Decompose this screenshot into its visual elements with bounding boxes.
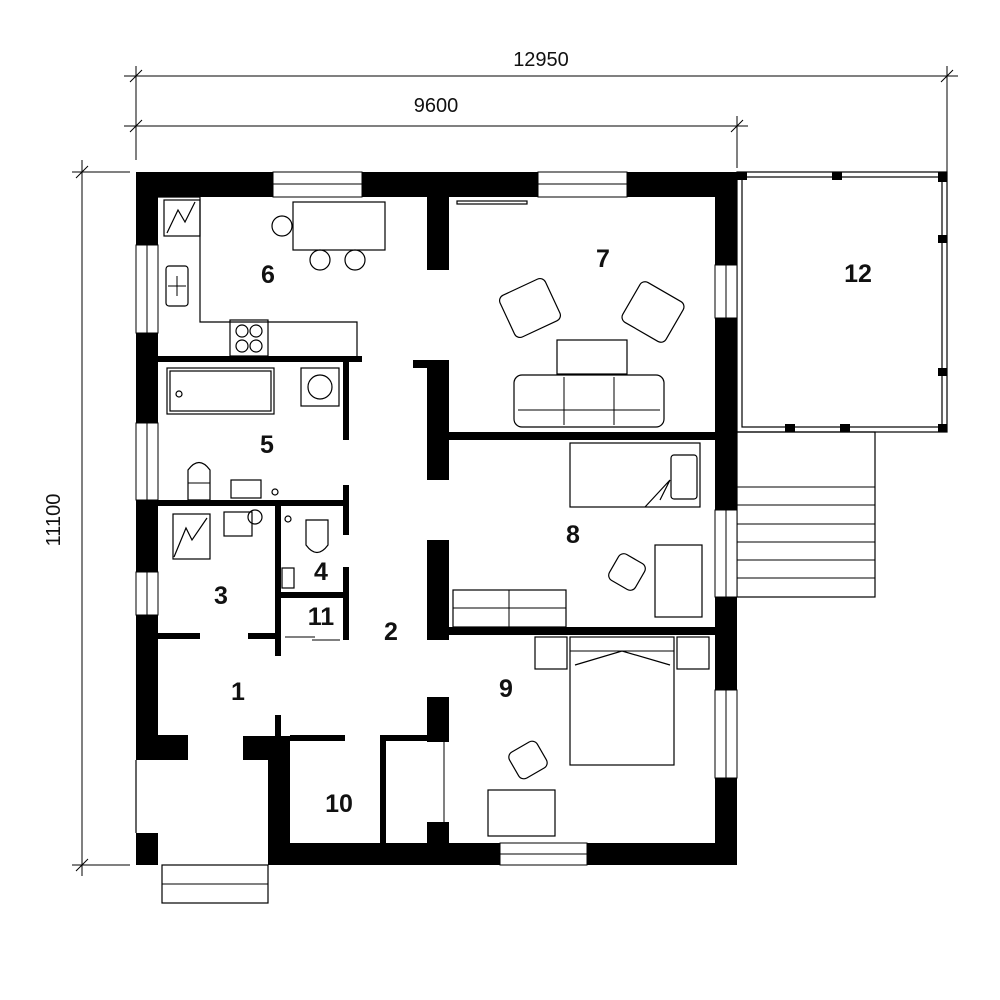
room-labels: 1 2 3 4 5 6 7 8 9 10 11 12 — [214, 245, 872, 818]
bedroom-8-furniture — [452, 442, 703, 628]
bedroom-9-furniture — [487, 636, 710, 837]
room-label-7: 7 — [596, 245, 610, 273]
terrace — [736, 171, 948, 433]
exterior-walls — [136, 172, 737, 865]
room-label-4: 4 — [314, 558, 328, 586]
room-label-8: 8 — [566, 521, 580, 549]
kitchen-furniture — [158, 196, 386, 357]
windows — [135, 171, 738, 866]
dimension-overall-depth: 11100 — [43, 160, 130, 876]
terrace-stairs — [736, 431, 876, 598]
room-label-5: 5 — [260, 431, 274, 459]
room-label-9: 9 — [499, 675, 513, 703]
room-label-11: 11 — [308, 603, 335, 631]
dimension-label: 11100 — [43, 494, 65, 547]
dimension-overall-width: 12950 — [124, 49, 958, 172]
room-label-2: 2 — [384, 618, 398, 646]
dimension-label: 9600 — [414, 95, 459, 117]
room-label-6: 6 — [261, 261, 275, 289]
interior-walls — [158, 197, 715, 843]
entrance-steps — [135, 760, 269, 904]
room-label-3: 3 — [214, 582, 228, 610]
bathroom-fixtures — [166, 367, 340, 589]
dimension-house-width: 9600 — [124, 95, 748, 168]
room-label-1: 1 — [231, 678, 245, 706]
living-room-furniture — [456, 200, 685, 428]
room-label-10: 10 — [325, 790, 353, 818]
room-label-12: 12 — [844, 260, 872, 288]
dimension-label: 12950 — [513, 49, 569, 71]
